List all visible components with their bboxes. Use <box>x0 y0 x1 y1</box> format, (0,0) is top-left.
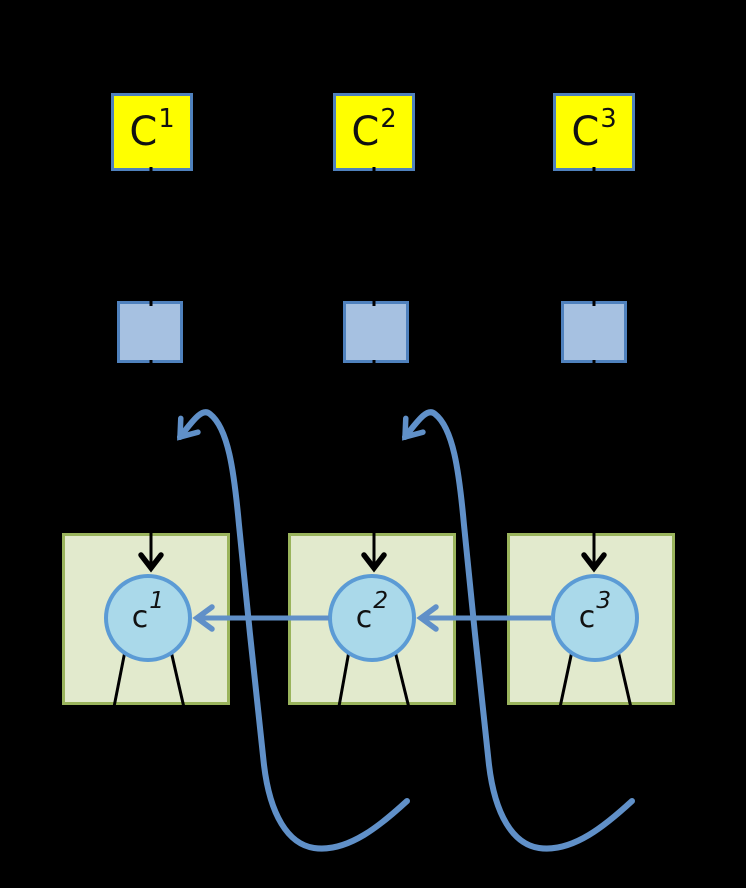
circle-c2-label: c2 <box>355 585 389 635</box>
blue-box-3 <box>561 301 627 363</box>
yellow-box-c1-label: C1 <box>129 103 175 155</box>
circle-c3-label: c3 <box>578 585 612 635</box>
circle-c1-label: c1 <box>131 585 165 635</box>
yellow-box-c3: C3 <box>553 93 635 171</box>
circle-c1: c1 <box>104 574 192 662</box>
yellow-box-c2-label: C2 <box>351 103 397 155</box>
yellow-box-c2: C2 <box>333 93 415 171</box>
blue-box-1 <box>117 301 183 363</box>
circle-c3: c3 <box>551 574 639 662</box>
blue-box-2 <box>343 301 409 363</box>
yellow-box-c1: C1 <box>111 93 193 171</box>
circle-c2: c2 <box>328 574 416 662</box>
yellow-box-c3-label: C3 <box>571 103 617 155</box>
